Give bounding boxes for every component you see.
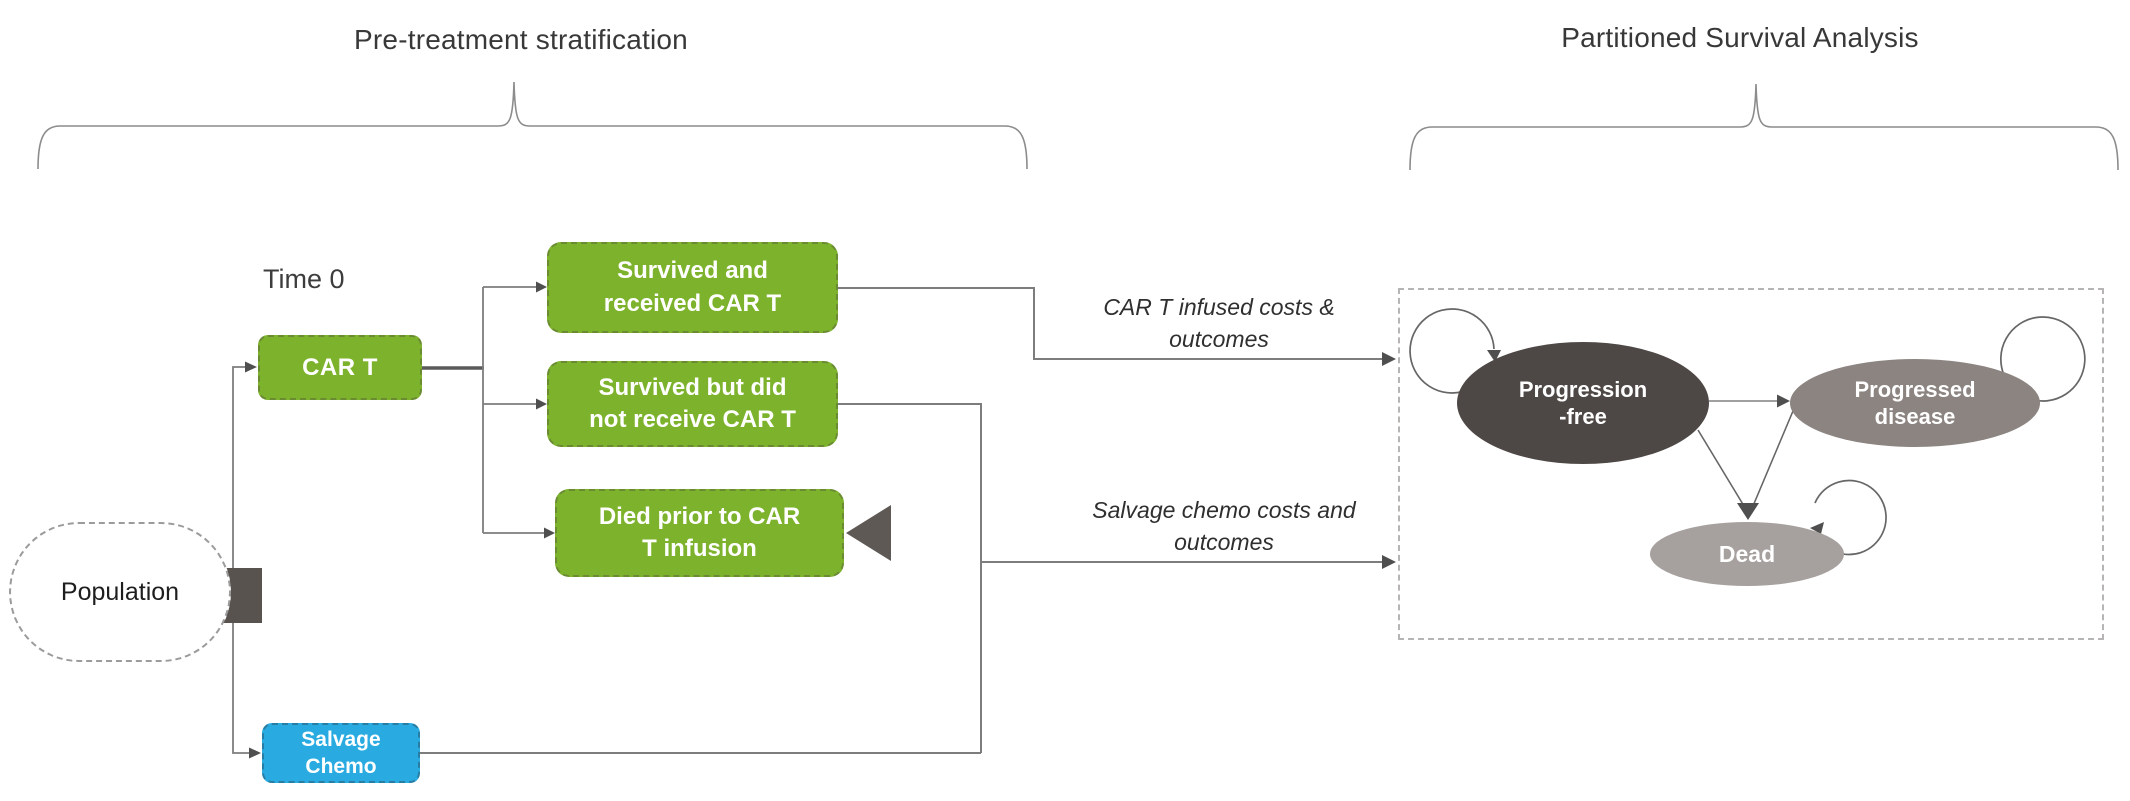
- cart-outcome-splitter: [482, 286, 544, 534]
- arrowhead-pf-to-pd: [1777, 394, 1790, 408]
- arrowhead-into-died-prior: [544, 527, 555, 539]
- survived-received-node: Survived and received CAR T: [547, 242, 838, 333]
- section-title-pretreatment: Pre-treatment stratification: [354, 24, 688, 55]
- time-zero-label: Time 0: [263, 264, 345, 294]
- arrowhead-into-cart: [245, 361, 257, 373]
- population-label: Population: [60, 577, 180, 606]
- arrowhead-into-salvage: [249, 747, 261, 759]
- progressed-disease-line2: disease: [1874, 404, 1956, 429]
- arrowhead-into-survived-received: [536, 281, 547, 293]
- survived-not-received-line1: Survived but did: [598, 373, 787, 401]
- died-prior-node: Died prior to CAR T infusion: [555, 489, 844, 577]
- psa-boundary-box: [1398, 288, 2104, 640]
- salvage-chemo-node: Salvage Chemo: [262, 723, 420, 783]
- dead-label: Dead: [1718, 540, 1776, 567]
- salvage-flow-label: Salvage chemo costs and outcomes: [1073, 495, 1375, 558]
- cart-node: CAR T: [258, 335, 422, 400]
- self-loop-progressed-disease: [1999, 316, 2086, 402]
- progression-free-line1: Progression: [1518, 376, 1648, 402]
- cart-to-psa-connector: [838, 287, 1383, 360]
- died-prior-line2: T infusion: [642, 535, 757, 562]
- progression-free-state: Progression -free: [1457, 342, 1709, 464]
- brace-left: [37, 81, 1028, 170]
- dead-state: Dead: [1650, 522, 1844, 586]
- survived-not-received-line2: not receive CAR T: [589, 406, 796, 433]
- progressed-disease-state: Progressed disease: [1790, 359, 2040, 447]
- cart-flow-label: CAR T infused costs & outcomes: [1068, 292, 1370, 355]
- salvage-chemo-line1: Salvage: [301, 727, 381, 751]
- salvage-chemo-line2: Chemo: [305, 755, 377, 778]
- brace-right: [1409, 83, 2119, 171]
- survived-not-received-node: Survived but did not receive CAR T: [547, 361, 838, 447]
- arrowhead-into-survived-not-received: [536, 398, 547, 410]
- survived-received-line1: Survived and: [617, 257, 768, 285]
- cart-flow-line2: outcomes: [1169, 325, 1269, 352]
- survived-received-line2: received CAR T: [603, 289, 782, 317]
- progression-free-line2: -free: [1559, 404, 1607, 429]
- arrowhead-salvage-costs: [1382, 555, 1396, 569]
- arrowhead-loop-dead: [1810, 522, 1824, 534]
- arrowhead-loop-pf: [1487, 350, 1501, 362]
- salvage-to-psa-connector: [420, 403, 1383, 754]
- population-node: Population: [9, 522, 231, 662]
- self-loop-progression-free: [1409, 308, 1495, 394]
- population-trunk-connector: [232, 366, 249, 754]
- salvage-flow-line1: Salvage chemo costs and: [1092, 497, 1356, 523]
- died-prior-line1: Died prior to CAR: [598, 502, 801, 530]
- transitions-to-dead: [1697, 410, 1794, 507]
- terminal-node-triangle: [846, 505, 891, 561]
- arrowhead-cart-costs: [1382, 352, 1396, 366]
- progressed-disease-line1: Progressed: [1854, 376, 1976, 402]
- section-title-psa: Partitioned Survival Analysis: [1561, 22, 1919, 53]
- cart-flow-line1: CAR T infused costs &: [1103, 294, 1335, 320]
- arrowhead-into-dead: [1737, 503, 1759, 520]
- salvage-flow-line2: outcomes: [1174, 528, 1274, 555]
- cart-label: CAR T: [302, 353, 378, 381]
